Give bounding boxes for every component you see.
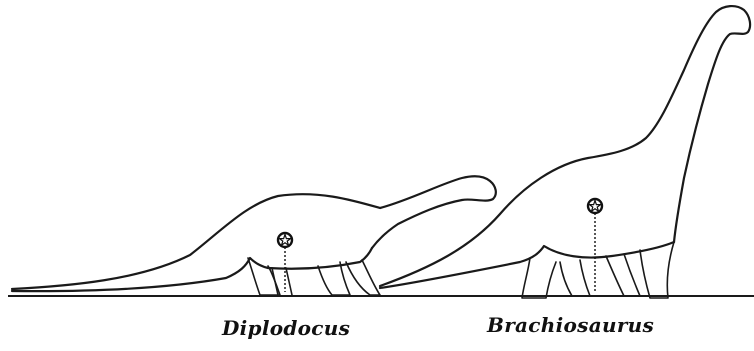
brachiosaurus-belly-outline: [380, 242, 674, 288]
brachiosaurus-label: Brachiosaurus: [487, 313, 654, 337]
brachiosaurus-hind-leg-far: [560, 260, 590, 296]
diplodocus-hind-leg: [248, 258, 280, 295]
diplodocus-back-outline: [12, 176, 496, 289]
diplodocus-label: Diplodocus: [222, 316, 350, 340]
star-in-circle-icon: [278, 233, 292, 247]
diplodocus-silhouette: [12, 176, 496, 295]
brachiosaurus-silhouette: [380, 6, 750, 298]
brachiosaurus-back-outline: [380, 6, 750, 286]
diplodocus-hind-leg-far: [272, 268, 292, 295]
brachiosaurus-hind-leg: [522, 258, 556, 298]
diplodocus-front-leg-far: [346, 260, 380, 295]
star-in-circle-icon: [588, 199, 602, 213]
brachiosaurus-front-leg-far: [606, 254, 640, 296]
